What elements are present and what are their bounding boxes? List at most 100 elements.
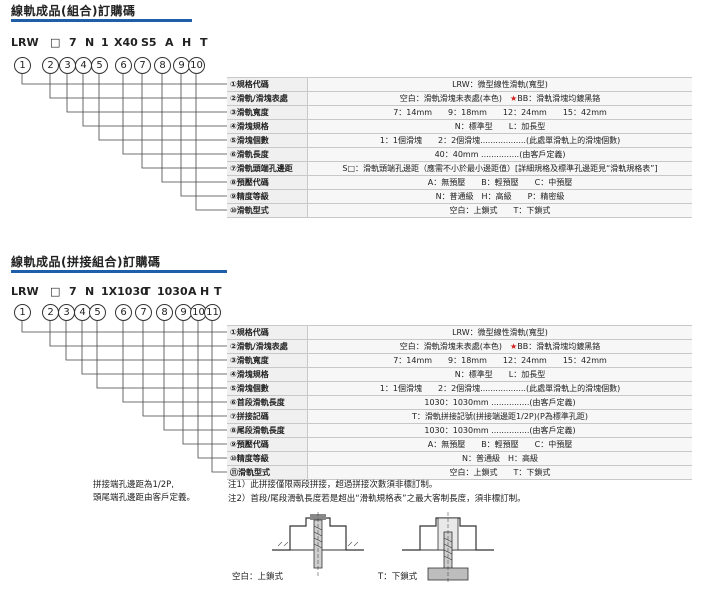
spec-label: ①規格代碼 <box>227 325 308 340</box>
top-lock-caption: 空白：上鎖式 <box>232 572 284 582</box>
section2-code-part: A <box>188 285 197 298</box>
spec-value: N：標準型 L：加長型 <box>307 367 692 382</box>
leader-line <box>21 74 227 85</box>
spec-value: 1：1個滑塊 2：2個滑塊..................(此處單滑軌上的滑… <box>307 133 692 148</box>
leader-line <box>122 74 227 155</box>
section2-number-marker: 7 <box>135 304 152 321</box>
spec-label: ⑦拼接記碼 <box>227 409 308 424</box>
leader-line <box>161 74 227 183</box>
section1-code-part: N <box>85 36 95 49</box>
note-1: 注1）此拼接僅限兩段拼接，超過拼接次數須非標訂制。 <box>228 480 438 490</box>
section1-code-part: X40 <box>114 36 138 49</box>
section1-number-marker: 1 <box>14 57 31 74</box>
spec-value: 空白：滑軌滑塊未表處(本色) ★BB：滑軌滑塊均鍍黑鉻 <box>307 339 692 354</box>
section2-title-underline <box>11 270 227 273</box>
spec-label: ⑦滑軌頭端孔邊距 <box>227 161 308 176</box>
leader-line <box>180 74 227 197</box>
leader-line <box>211 321 227 473</box>
spec-label: ⑩精度等級 <box>227 451 308 466</box>
section2-code-part: □ <box>50 285 61 298</box>
section2-table-row: ②滑軌/滑塊表處空白：滑軌滑塊未表處(本色) ★BB：滑軌滑塊均鍍黑鉻 <box>227 339 692 354</box>
section2-code-part: 1X1030 <box>101 285 148 298</box>
spec-value: 7：14mm 9：18mm 12：24mm 15：42mm <box>307 105 692 120</box>
leader-line <box>195 74 227 211</box>
spec-value-part: BB：滑軌滑塊均鍍黑鉻 <box>517 94 601 103</box>
leader-line <box>82 74 227 127</box>
spec-value: N：普通級 H：高級 <box>307 451 692 466</box>
section2-number-marker: 5 <box>89 304 106 321</box>
spec-value: LRW：微型線性滑軌(寬型) <box>307 325 692 340</box>
leader-line <box>163 321 227 431</box>
section2-number-marker: 3 <box>58 304 75 321</box>
spec-label: ②滑軌/滑塊表處 <box>227 339 308 354</box>
spec-label: ①規格代碼 <box>227 77 308 92</box>
spec-label: ⑧尾段滑軌長度 <box>227 423 308 438</box>
leader-line <box>141 74 227 169</box>
spec-value-part: 空白：滑軌滑塊未表處(本色) <box>399 342 511 351</box>
section1-code-part: □ <box>50 36 61 49</box>
spec-label: ②滑軌/滑塊表處 <box>227 91 308 106</box>
leader-line <box>98 74 227 141</box>
section2-code-part: 7 <box>69 285 77 298</box>
spec-value: N：普通級 H：高級 P：精密級 <box>307 189 692 204</box>
spec-value: 空白：上鎖式 T：下鎖式 <box>307 203 692 218</box>
spec-value: 40：40mm ...............(由客戶定義) <box>307 147 692 162</box>
spec-value: A：無預壓 B：輕預壓 C：中預壓 <box>307 175 692 190</box>
section1-code-part: 7 <box>69 36 77 49</box>
section1-title: 線軌成品(組合)訂購碼 <box>11 4 136 18</box>
section1-table-row: ②滑軌/滑塊表處 空白：滑軌滑塊未表處(本色) ★BB：滑軌滑塊均鍍黑鉻 <box>227 91 692 106</box>
spec-value: 空白：上鎖式 T：下鎖式 <box>307 465 692 480</box>
spec-value-part: 空白：滑軌滑塊未表處(本色) <box>399 94 511 103</box>
spec-value: T：滑軌拼接記號(拼接端邊距1/2P)(P為標準孔距) <box>307 409 692 424</box>
section1-code-part: A <box>165 36 174 49</box>
spec-label: ⑤滑塊個數 <box>227 381 308 396</box>
section2-title: 線軌成品(拼接組合)訂購碼 <box>11 255 161 269</box>
spec-label: ⑨預壓代碼 <box>227 437 308 452</box>
spec-label: ⑧預壓代碼 <box>227 175 308 190</box>
spec-label: ⑤滑塊個數 <box>227 133 308 148</box>
spec-label: ④滑塊規格 <box>227 367 308 382</box>
section1-number-marker: 10 <box>188 57 205 74</box>
star-mark: ★ <box>510 94 518 103</box>
spec-value: 1030：1030mm ...............(由客戶定義) <box>307 395 692 410</box>
top-lock-diagram <box>272 512 364 578</box>
spec-label: ⑩滑軌型式 <box>227 203 308 218</box>
leader-line <box>182 321 227 445</box>
bottom-lock-caption: T：下鎖式 <box>378 572 418 582</box>
spec-label: ③滑軌寬度 <box>227 353 308 368</box>
spec-value: LRW：微型線性滑軌(寬型) <box>307 77 692 92</box>
note-2: 注2）首段/尾段滑軌長度若是超出“滑軌規格表”之最大客制長度，須非標訂制。 <box>228 494 526 504</box>
spec-label: ⑪滑軌型式 <box>227 465 308 480</box>
section2-table-row: ⑪滑軌型式空白：上鎖式 T：下鎖式 <box>227 465 692 480</box>
spec-value: A：無預壓 B：輕預壓 C：中預壓 <box>307 437 692 452</box>
star-mark: ★ <box>510 342 518 351</box>
leader-line <box>21 321 227 333</box>
section2-number-marker: 6 <box>115 304 132 321</box>
section1-title-underline <box>11 19 192 22</box>
spec-value: 1：1個滑塊 2：2個滑塊..................(此處單滑軌上的滑… <box>307 381 692 396</box>
section1-code-part: 1 <box>101 36 109 49</box>
section1-number-marker: 7 <box>134 57 151 74</box>
spec-value-part: BB：滑軌滑塊均鍍黑鉻 <box>517 342 601 351</box>
spec-label: ④滑塊規格 <box>227 119 308 134</box>
section1-code-part: LRW <box>11 36 39 49</box>
section2-number-marker: 2 <box>42 304 59 321</box>
section1-number-marker: 2 <box>42 57 59 74</box>
leader-line <box>122 321 227 403</box>
leader-line <box>96 321 227 389</box>
spec-value: S□：滑軌頭端孔邊距（應需不小於最小邊距值）[詳細規格及標準孔邊距見“滑軌規格表… <box>307 161 692 176</box>
spec-value: 1030：1030mm ...............(由客戶定義) <box>307 423 692 438</box>
